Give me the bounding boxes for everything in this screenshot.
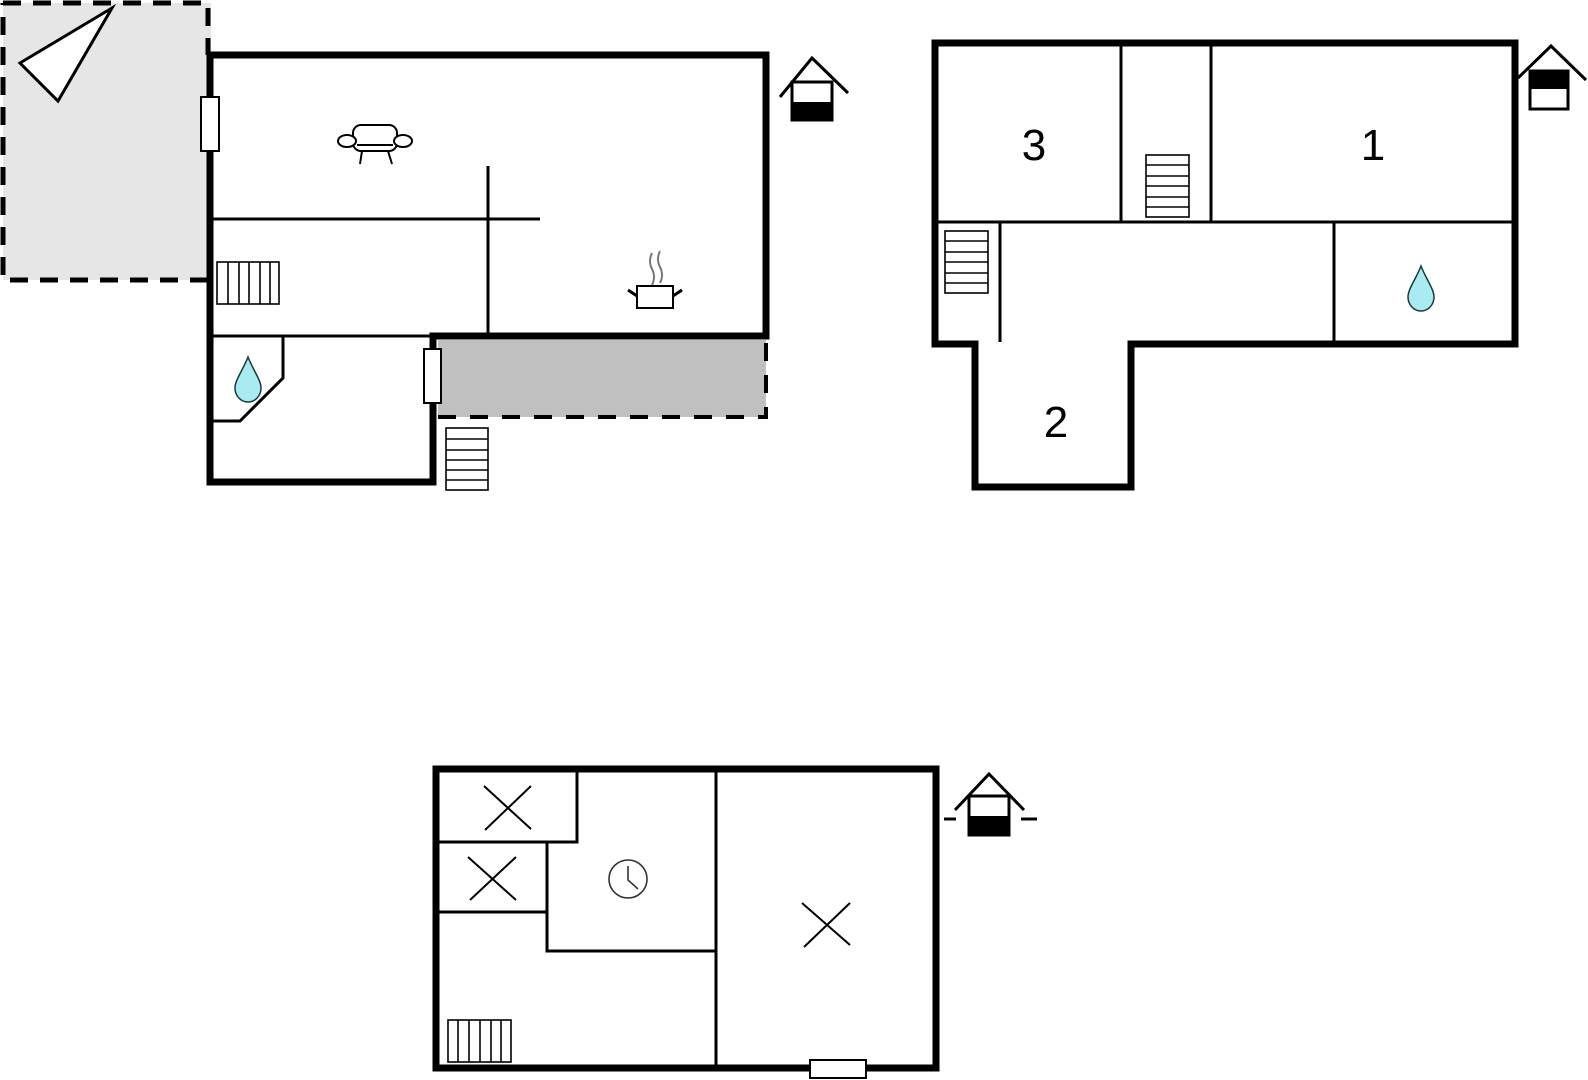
stairs-icon	[944, 230, 989, 294]
room-label-3: 3	[1022, 121, 1046, 170]
x-mark-icon	[483, 785, 532, 831]
ground-floor	[0, 0, 850, 491]
outdoor-stairs-icon	[445, 427, 489, 491]
terrace-door	[200, 96, 220, 152]
house-level-icon-upper	[1516, 43, 1588, 111]
cooking-pot-icon	[627, 250, 683, 309]
covered-porch	[438, 340, 768, 419]
north-arrow-icon	[17, 3, 117, 104]
room-label-2: 2	[1044, 398, 1068, 447]
x-mark-icon	[467, 856, 517, 901]
porch-door	[423, 348, 442, 404]
stairs-icon	[447, 1019, 512, 1063]
stairs-icon	[216, 261, 280, 305]
stairs-icon	[1145, 154, 1190, 218]
basement-outer-wall	[432, 765, 940, 1072]
sofa-icon	[337, 124, 413, 165]
water-drop-icon	[234, 354, 262, 403]
room-label-1: 1	[1361, 121, 1385, 170]
clock-icon	[608, 859, 648, 899]
basement	[432, 765, 1037, 1079]
first-floor-outer-wall	[931, 39, 1519, 491]
basement-door	[809, 1059, 867, 1079]
house-level-icon-basement	[944, 771, 1037, 837]
house-level-icon-ground	[778, 55, 850, 122]
first-floor: 3 1 2	[931, 39, 1588, 491]
x-mark-icon	[801, 902, 851, 948]
terrace	[0, 0, 211, 283]
water-drop-icon	[1407, 263, 1435, 312]
